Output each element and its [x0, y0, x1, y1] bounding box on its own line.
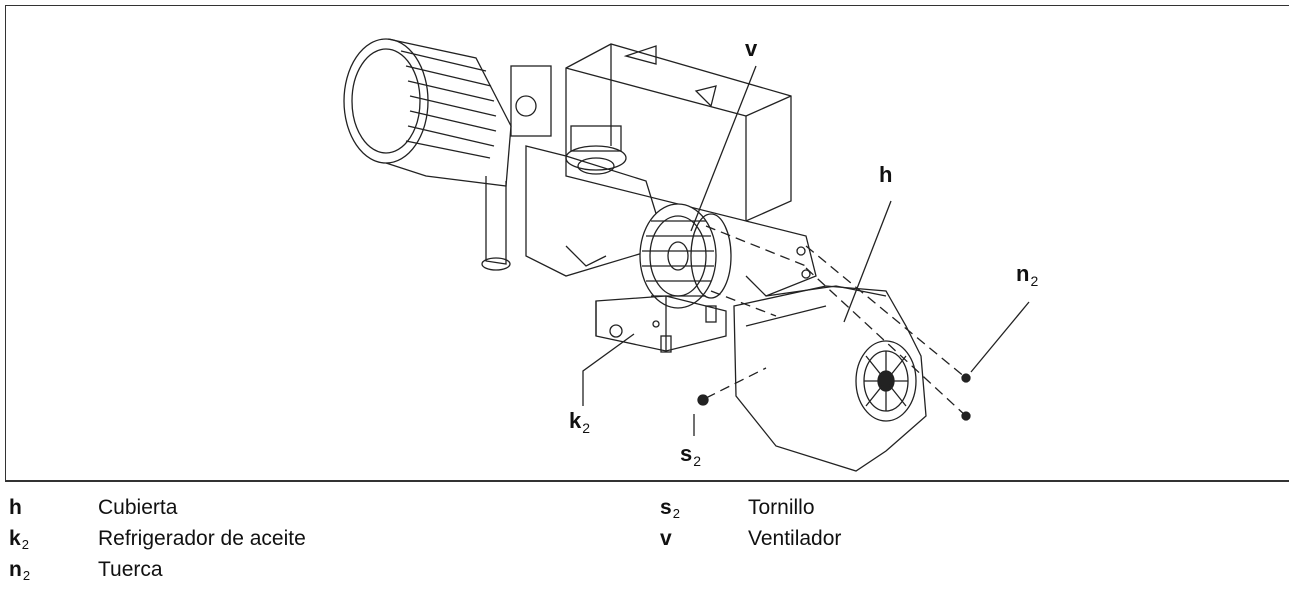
- motor-drawing: [343, 38, 552, 271]
- label-s2: s2: [680, 441, 702, 469]
- legend-text-s2: Tornillo: [748, 496, 815, 519]
- cover-drawing: [733, 285, 927, 472]
- pump-housing-drawing: [525, 43, 817, 297]
- label-v: v: [745, 36, 758, 61]
- vacuum-pump-drawing: [343, 38, 1030, 472]
- legend-text-n2: Tuerca: [98, 558, 163, 581]
- legend-text-h: Cubierta: [98, 496, 178, 519]
- legend-key-v: v: [660, 527, 672, 550]
- nut-top-drawing: [961, 373, 971, 383]
- legend-key-s2: s2: [660, 496, 680, 521]
- legend: h Cubierta k2 Refrigerador de aceite n2 …: [5, 481, 1289, 604]
- oil-cooler-drawing: [595, 295, 727, 353]
- label-h: h: [879, 162, 893, 187]
- legend-key-k2: k2: [9, 527, 29, 552]
- fan-drawing: [639, 203, 732, 309]
- legend-text-k2: Refrigerador de aceite: [98, 527, 306, 550]
- legend-key-h: h: [9, 496, 22, 519]
- nut-bottom-drawing: [961, 411, 971, 421]
- legend-text-v: Ventilador: [748, 527, 842, 550]
- label-n2: n2: [1016, 261, 1039, 289]
- exploded-view-figure: v h n2 k2 s2: [5, 5, 1289, 481]
- label-k2: k2: [569, 408, 591, 436]
- legend-key-n2: n2: [9, 558, 31, 583]
- assembly-lines: [705, 225, 967, 417]
- leader-lines: [582, 65, 1030, 436]
- screw-drawing: [697, 394, 709, 406]
